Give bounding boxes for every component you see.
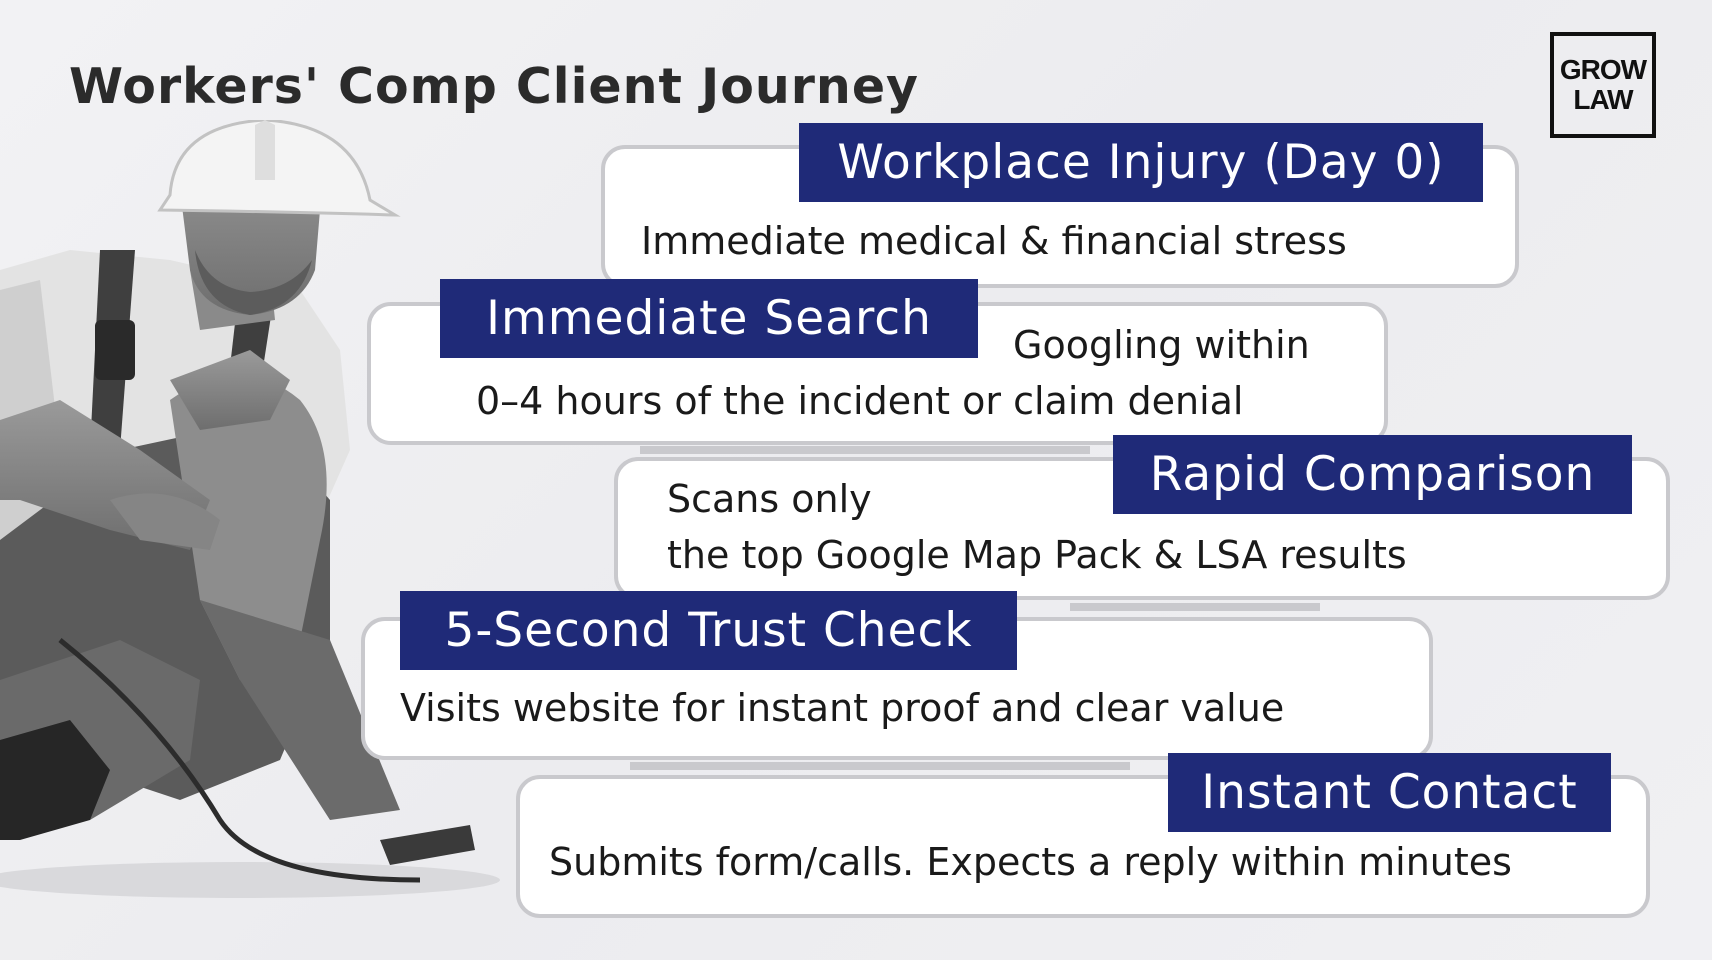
step-desc-trust-check: Visits website for instant proof and cle… (400, 686, 1285, 730)
step-label-instant-contact: Instant Contact (1168, 753, 1611, 832)
connector-rail (640, 446, 1090, 454)
step-label-workplace-injury: Workplace Injury (Day 0) (799, 123, 1483, 202)
step-desc-rapid-comparison-line2: the top Google Map Pack & LSA results (667, 533, 1407, 577)
step-desc-rapid-comparison-line1: Scans only (667, 477, 872, 521)
injured-worker-image (0, 120, 500, 898)
step-label-trust-check: 5-Second Trust Check (400, 591, 1017, 670)
logo-line-2: LAW (1573, 84, 1633, 115)
logo-line-1: GROW (1559, 54, 1647, 85)
step-label-immediate-search: Immediate Search (440, 279, 978, 358)
grow-law-logo: GROW LAW (1550, 32, 1656, 138)
step-desc-immediate-search-line2: 0–4 hours of the incident or claim denia… (476, 379, 1244, 423)
page-title: Workers' Comp Client Journey (69, 58, 919, 115)
step-desc-instant-contact: Submits form/calls. Expects a reply with… (549, 840, 1512, 884)
connector-rail (630, 762, 1130, 770)
step-label-rapid-comparison: Rapid Comparison (1113, 435, 1632, 514)
step-desc-immediate-search-line1: Googling within (1013, 323, 1310, 367)
connector-rail (1070, 603, 1320, 611)
step-desc-workplace-injury: Immediate medical & financial stress (641, 219, 1347, 263)
